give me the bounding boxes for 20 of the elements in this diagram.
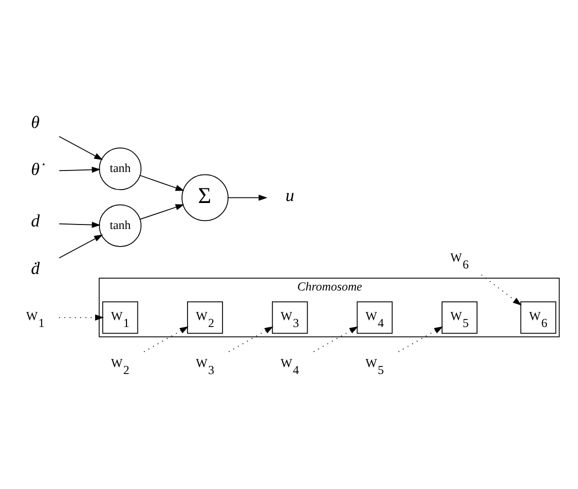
- arrow: [228, 194, 268, 201]
- node-text: u: [286, 185, 294, 206]
- node-text: d: [30, 210, 40, 231]
- node-circle: tanh: [98, 148, 142, 190]
- arrow: [140, 174, 184, 191]
- arrow: [140, 204, 184, 220]
- node-text: θ: [30, 112, 40, 132]
- arrow: [144, 326, 189, 352]
- arrow: [228, 326, 274, 352]
- arrow: [58, 166, 101, 173]
- arrow: [58, 234, 103, 258]
- arrow: [481, 274, 522, 306]
- arrow: [58, 314, 104, 321]
- arrow: [58, 222, 101, 228]
- arrow: [398, 326, 444, 352]
- node-circle: Σ: [182, 174, 228, 222]
- arrow: [313, 326, 358, 352]
- node-circle: tanh: [98, 204, 142, 247]
- node-text: ḋ: [30, 258, 40, 278]
- arrow: [58, 136, 103, 160]
